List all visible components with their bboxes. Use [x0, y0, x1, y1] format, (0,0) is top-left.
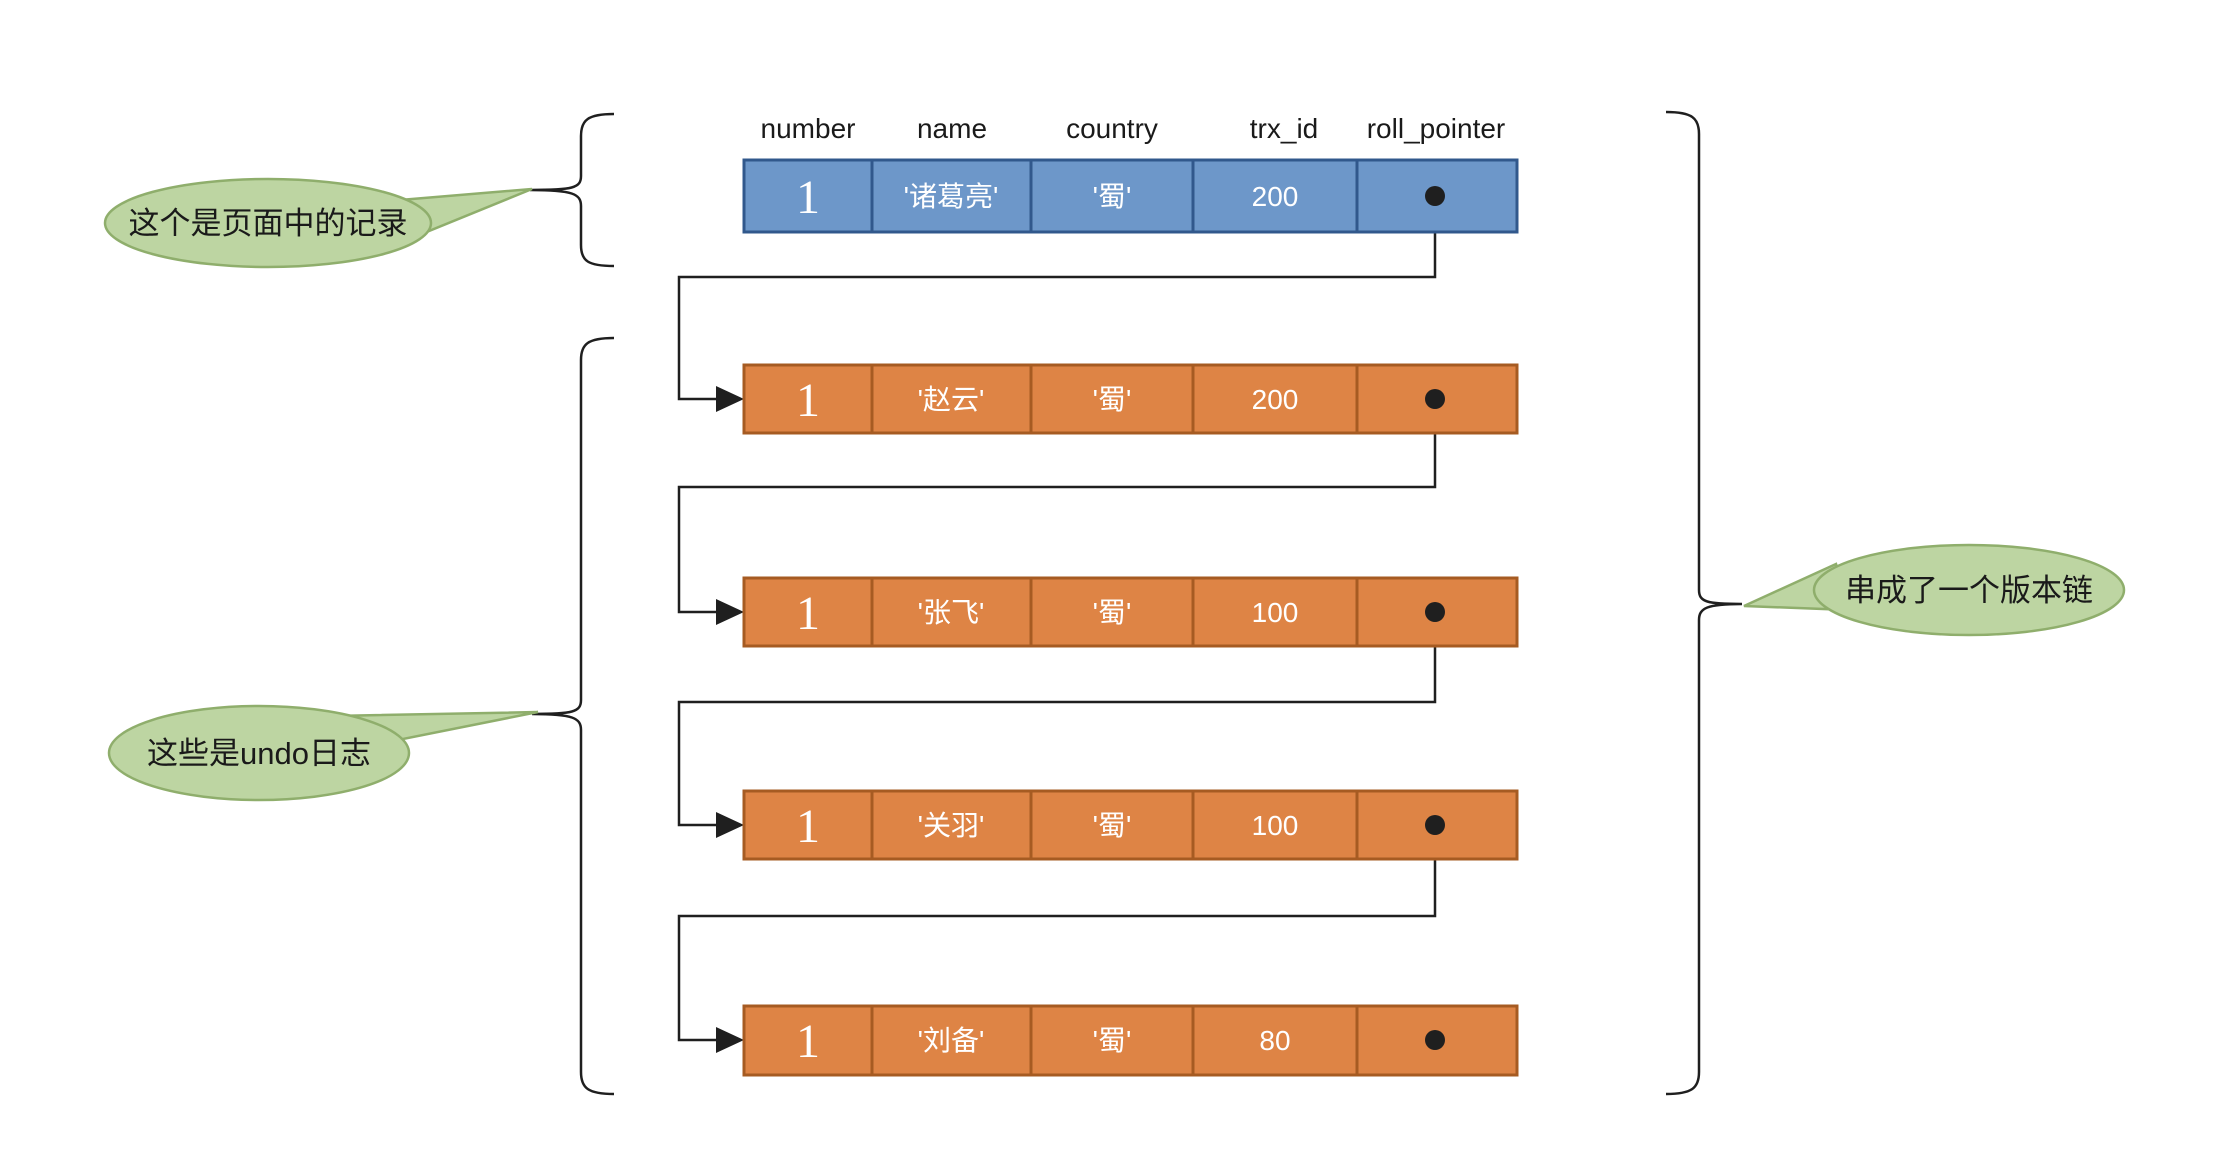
left-brace-page-record: [529, 112, 615, 268]
roll-pointer-dot: [1425, 389, 1445, 409]
connector-undo3-to-undo4: [677, 825, 1437, 1042]
connector-undo2-to-undo3: [677, 612, 1437, 827]
connector-record-to-undo1: [677, 196, 1437, 401]
cell-country-box: [1029, 576, 1195, 648]
cell-trx-id: 100: [1252, 810, 1299, 841]
cell-country-box: [1029, 363, 1195, 435]
connector-undo1-to-undo2: [677, 399, 1437, 614]
cell-country: '蜀': [1093, 810, 1132, 841]
header-number: number: [761, 113, 856, 144]
arrowhead-undo1: [716, 386, 744, 412]
cell-name-box: [870, 363, 1033, 435]
cell-trx-id: 100: [1252, 597, 1299, 628]
cell-number-box: [742, 576, 874, 648]
header-country: country: [1066, 113, 1158, 144]
header-trx-id: trx_id: [1250, 113, 1318, 144]
cell-trx-id: 80: [1259, 1025, 1290, 1056]
right-brace-version-chain: [1665, 110, 1743, 1096]
cell-name: '张飞': [918, 597, 985, 628]
cell-number-box: [742, 789, 874, 861]
callout-text-page-record: 这个是页面中的记录: [129, 206, 408, 241]
undo-log-row-4: 1 '刘备' '蜀' 80: [742, 1004, 1519, 1077]
cell-number: 1: [796, 587, 820, 640]
column-headers: number name country trx_id roll_pointer: [761, 113, 1506, 144]
callout-labels: 这个是页面中的记录 这些是undo日志 串成了一个版本链: [129, 206, 2094, 771]
cell-trx-id-box: [1191, 363, 1359, 435]
page-record-row: 1 '诸葛亮' '蜀' 200: [742, 158, 1519, 234]
roll-pointer-dots: [1425, 186, 1445, 1050]
cell-trx-id: 200: [1252, 181, 1299, 212]
cell-name: '关羽': [918, 810, 985, 841]
cell-name: '诸葛亮': [904, 181, 999, 212]
cell-number: 1: [796, 800, 820, 853]
cell-number: 1: [796, 1015, 820, 1068]
callout-bubble-version-chain: [1812, 543, 2126, 637]
cell-country-box: [1029, 789, 1195, 861]
connector-arrowheads: [716, 386, 744, 1053]
arrowhead-undo3: [716, 812, 744, 838]
cell-number-box: [742, 363, 874, 435]
cell-country: '蜀': [1093, 181, 1132, 212]
cell-name-box: [870, 576, 1033, 648]
undo-log-row-2: 1 '张飞' '蜀' 100: [742, 576, 1519, 648]
cell-number: 1: [796, 374, 820, 427]
roll-pointer-dot: [1425, 602, 1445, 622]
cell-country: '蜀': [1093, 384, 1132, 415]
arrowhead-undo2: [716, 599, 744, 625]
undo-log-row-3: 1 '关羽' '蜀' 100: [742, 789, 1519, 861]
roll-pointer-dot: [1425, 186, 1445, 206]
cell-trx-id-box: [1191, 789, 1359, 861]
cell-name-box: [870, 158, 1033, 234]
cell-country: '蜀': [1093, 597, 1132, 628]
cell-name: '赵云': [918, 384, 985, 415]
header-name: name: [917, 113, 987, 144]
callout-text-undo-logs: 这些是undo日志: [147, 736, 371, 771]
cell-trx-id-box: [1191, 1004, 1359, 1077]
cell-number: 1: [796, 171, 820, 224]
callouts: [103, 177, 2126, 802]
cell-trx-id-box: [1191, 576, 1359, 648]
cell-country-box: [1029, 1004, 1195, 1077]
cell-number-box: [742, 158, 874, 234]
callout-text-version-chain: 串成了一个版本链: [1845, 573, 2093, 608]
undo-log-row-1: 1 '赵云' '蜀' 200: [742, 363, 1519, 435]
arrowhead-undo4: [716, 1027, 744, 1053]
cell-name-box: [870, 1004, 1033, 1077]
roll-pointer-connectors: [677, 196, 1437, 1042]
cell-name-box: [870, 789, 1033, 861]
roll-pointer-dot: [1425, 1030, 1445, 1050]
callout-bubble-page-record: [103, 177, 433, 269]
cell-country: '蜀': [1093, 1025, 1132, 1056]
cell-name: '刘备': [918, 1025, 985, 1056]
cell-trx-id: 200: [1252, 384, 1299, 415]
roll-pointer-dot: [1425, 815, 1445, 835]
header-roll-pointer: roll_pointer: [1367, 113, 1506, 144]
left-brace-undo-logs: [531, 336, 615, 1096]
callout-bubble-undo-logs: [107, 704, 411, 802]
